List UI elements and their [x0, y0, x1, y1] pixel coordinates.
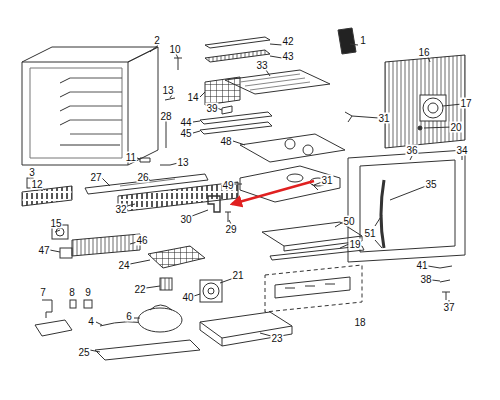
callout-number: 7	[39, 287, 47, 298]
callout-number: 29	[224, 224, 237, 235]
callout-number: 32	[114, 204, 127, 215]
callout-number: 16	[417, 47, 430, 58]
callout-number: 21	[231, 270, 244, 281]
callout-number: 3	[28, 167, 36, 178]
callout-number: 2	[153, 35, 161, 46]
callout-number: 24	[117, 260, 130, 271]
callout-number: 10	[168, 44, 181, 55]
callout-number: 11	[125, 152, 137, 163]
callout-number: 9	[84, 287, 92, 298]
callout-number: 20	[449, 122, 462, 133]
callout-number: 22	[133, 284, 146, 295]
callout-number: 31	[377, 113, 390, 124]
callout-number: 36	[405, 145, 418, 156]
callout-number: 45	[179, 128, 192, 139]
callout-number: 19	[348, 239, 361, 250]
callout-number: 27	[89, 172, 102, 183]
callout-number: 1	[359, 35, 367, 46]
callout-number: 12	[30, 179, 43, 190]
callout-number: 25	[77, 347, 90, 358]
callout-number: 34	[455, 145, 468, 156]
callout-number: 15	[49, 218, 62, 229]
callout-number: 30	[179, 214, 192, 225]
callout-number: 42	[281, 36, 294, 47]
callout-number: 33	[255, 60, 268, 71]
callout-number: 28	[159, 111, 172, 122]
callout-number: 35	[424, 179, 437, 190]
callout-number: 50	[342, 216, 355, 227]
callout-number: 51	[363, 228, 376, 239]
callout-number: 18	[353, 317, 366, 328]
callout-number: 14	[186, 92, 199, 103]
callout-number: 40	[181, 292, 194, 303]
callout-number: 31	[320, 175, 333, 186]
callout-number: 8	[68, 287, 76, 298]
callout-number: 37	[442, 302, 455, 313]
callout-number: 46	[135, 235, 148, 246]
callout-number: 6	[125, 311, 133, 322]
callout-number: 23	[270, 333, 283, 344]
callout-number: 43	[281, 51, 294, 62]
callout-number: 49	[221, 180, 234, 191]
callout-number: 13	[176, 157, 189, 168]
callout-number: 44	[179, 117, 192, 128]
callout-number: 48	[219, 136, 232, 147]
callout-number: 17	[459, 98, 472, 109]
callout-number: 4	[87, 316, 95, 327]
callout-number: 47	[37, 245, 50, 256]
callout-number: 26	[136, 172, 149, 183]
callout-number: 13	[161, 85, 174, 96]
callout-number: 41	[415, 260, 428, 271]
callout-number: 38	[419, 274, 432, 285]
callout-number: 39	[205, 103, 218, 114]
